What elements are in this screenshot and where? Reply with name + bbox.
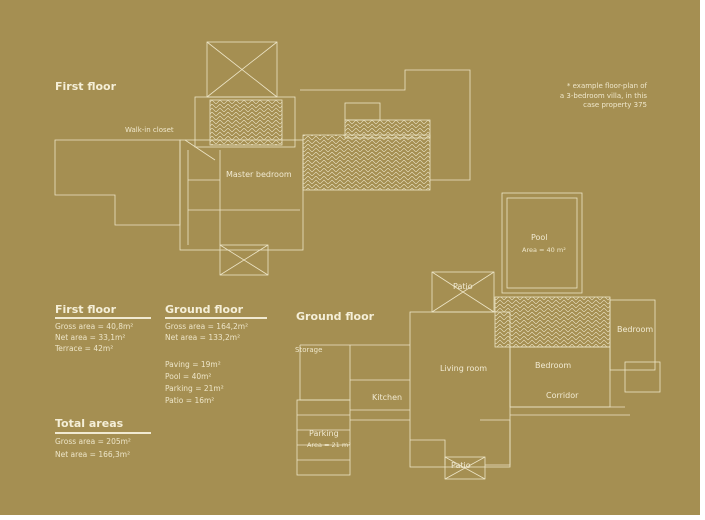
area-line: Patio = 16m²	[165, 396, 215, 405]
master-bedroom-label: Master bedroom	[226, 170, 292, 179]
area-line: Net area = 166,3m²	[55, 450, 131, 459]
divider	[55, 432, 151, 434]
area-line: Net area = 133,2m²	[165, 333, 241, 342]
pool-label: Pool	[531, 233, 548, 242]
summary-ground-floor: Gross area = 164,2m² Net area = 133,2m²	[165, 321, 248, 343]
example-note: * example floor-plan of a 3-bedroom vill…	[507, 82, 647, 111]
summary-ground-floor-title: Ground floor	[165, 303, 244, 316]
area-line: Gross area = 205m²	[55, 437, 131, 446]
bedroom-label: Bedroom	[617, 325, 654, 334]
note-line: case property 375	[583, 101, 647, 109]
pool-area-label: Area = 40 m²	[522, 246, 566, 254]
divider	[165, 317, 267, 319]
bedroom-label: Bedroom	[535, 361, 572, 370]
patio-top-label: Patio	[453, 282, 473, 291]
kitchen-label: Kitchen	[372, 393, 403, 402]
corridor-label: Corridor	[546, 391, 579, 400]
summary-ground-extras: Paving = 19m² Pool = 40m² Parking = 21m²…	[165, 359, 224, 407]
summary-first-floor-title: First floor	[55, 303, 117, 316]
area-line: Pool = 40m²	[165, 372, 212, 381]
ground-floor-title: Ground floor	[296, 310, 375, 323]
first-floor-title: First floor	[55, 80, 117, 93]
ground-floor-plan	[296, 192, 661, 480]
area-line: Paving = 19m²	[165, 360, 221, 369]
area-line: Gross area = 164,2m²	[165, 322, 249, 331]
walk-in-closet-label: Walk-in closet	[125, 126, 174, 134]
note-line: * example floor-plan of	[566, 82, 647, 90]
area-line: Net area = 33,1m²	[55, 333, 126, 342]
area-line: Parking = 21m²	[165, 384, 224, 393]
parking-area-label: Area = 21 m²	[307, 441, 351, 449]
first-floor-plan	[54, 41, 471, 276]
area-line: Terrace = 42m²	[55, 344, 114, 353]
divider	[55, 317, 151, 319]
patio-bottom-label: Patio	[451, 461, 471, 470]
area-line: Gross area = 40,8m²	[55, 322, 134, 331]
parking-label: Parking	[309, 429, 339, 438]
note-line: a 3-bedroom villa, in this	[559, 91, 647, 100]
living-room-label: Living room	[440, 364, 488, 373]
summary-total-title: Total areas	[55, 417, 124, 430]
summary-total: Gross area = 205m² Net area = 166,3m²	[55, 435, 131, 461]
storage-label: Storage	[295, 346, 323, 354]
summary-first-floor: Gross area = 40,8m² Net area = 33,1m² Te…	[55, 321, 133, 354]
